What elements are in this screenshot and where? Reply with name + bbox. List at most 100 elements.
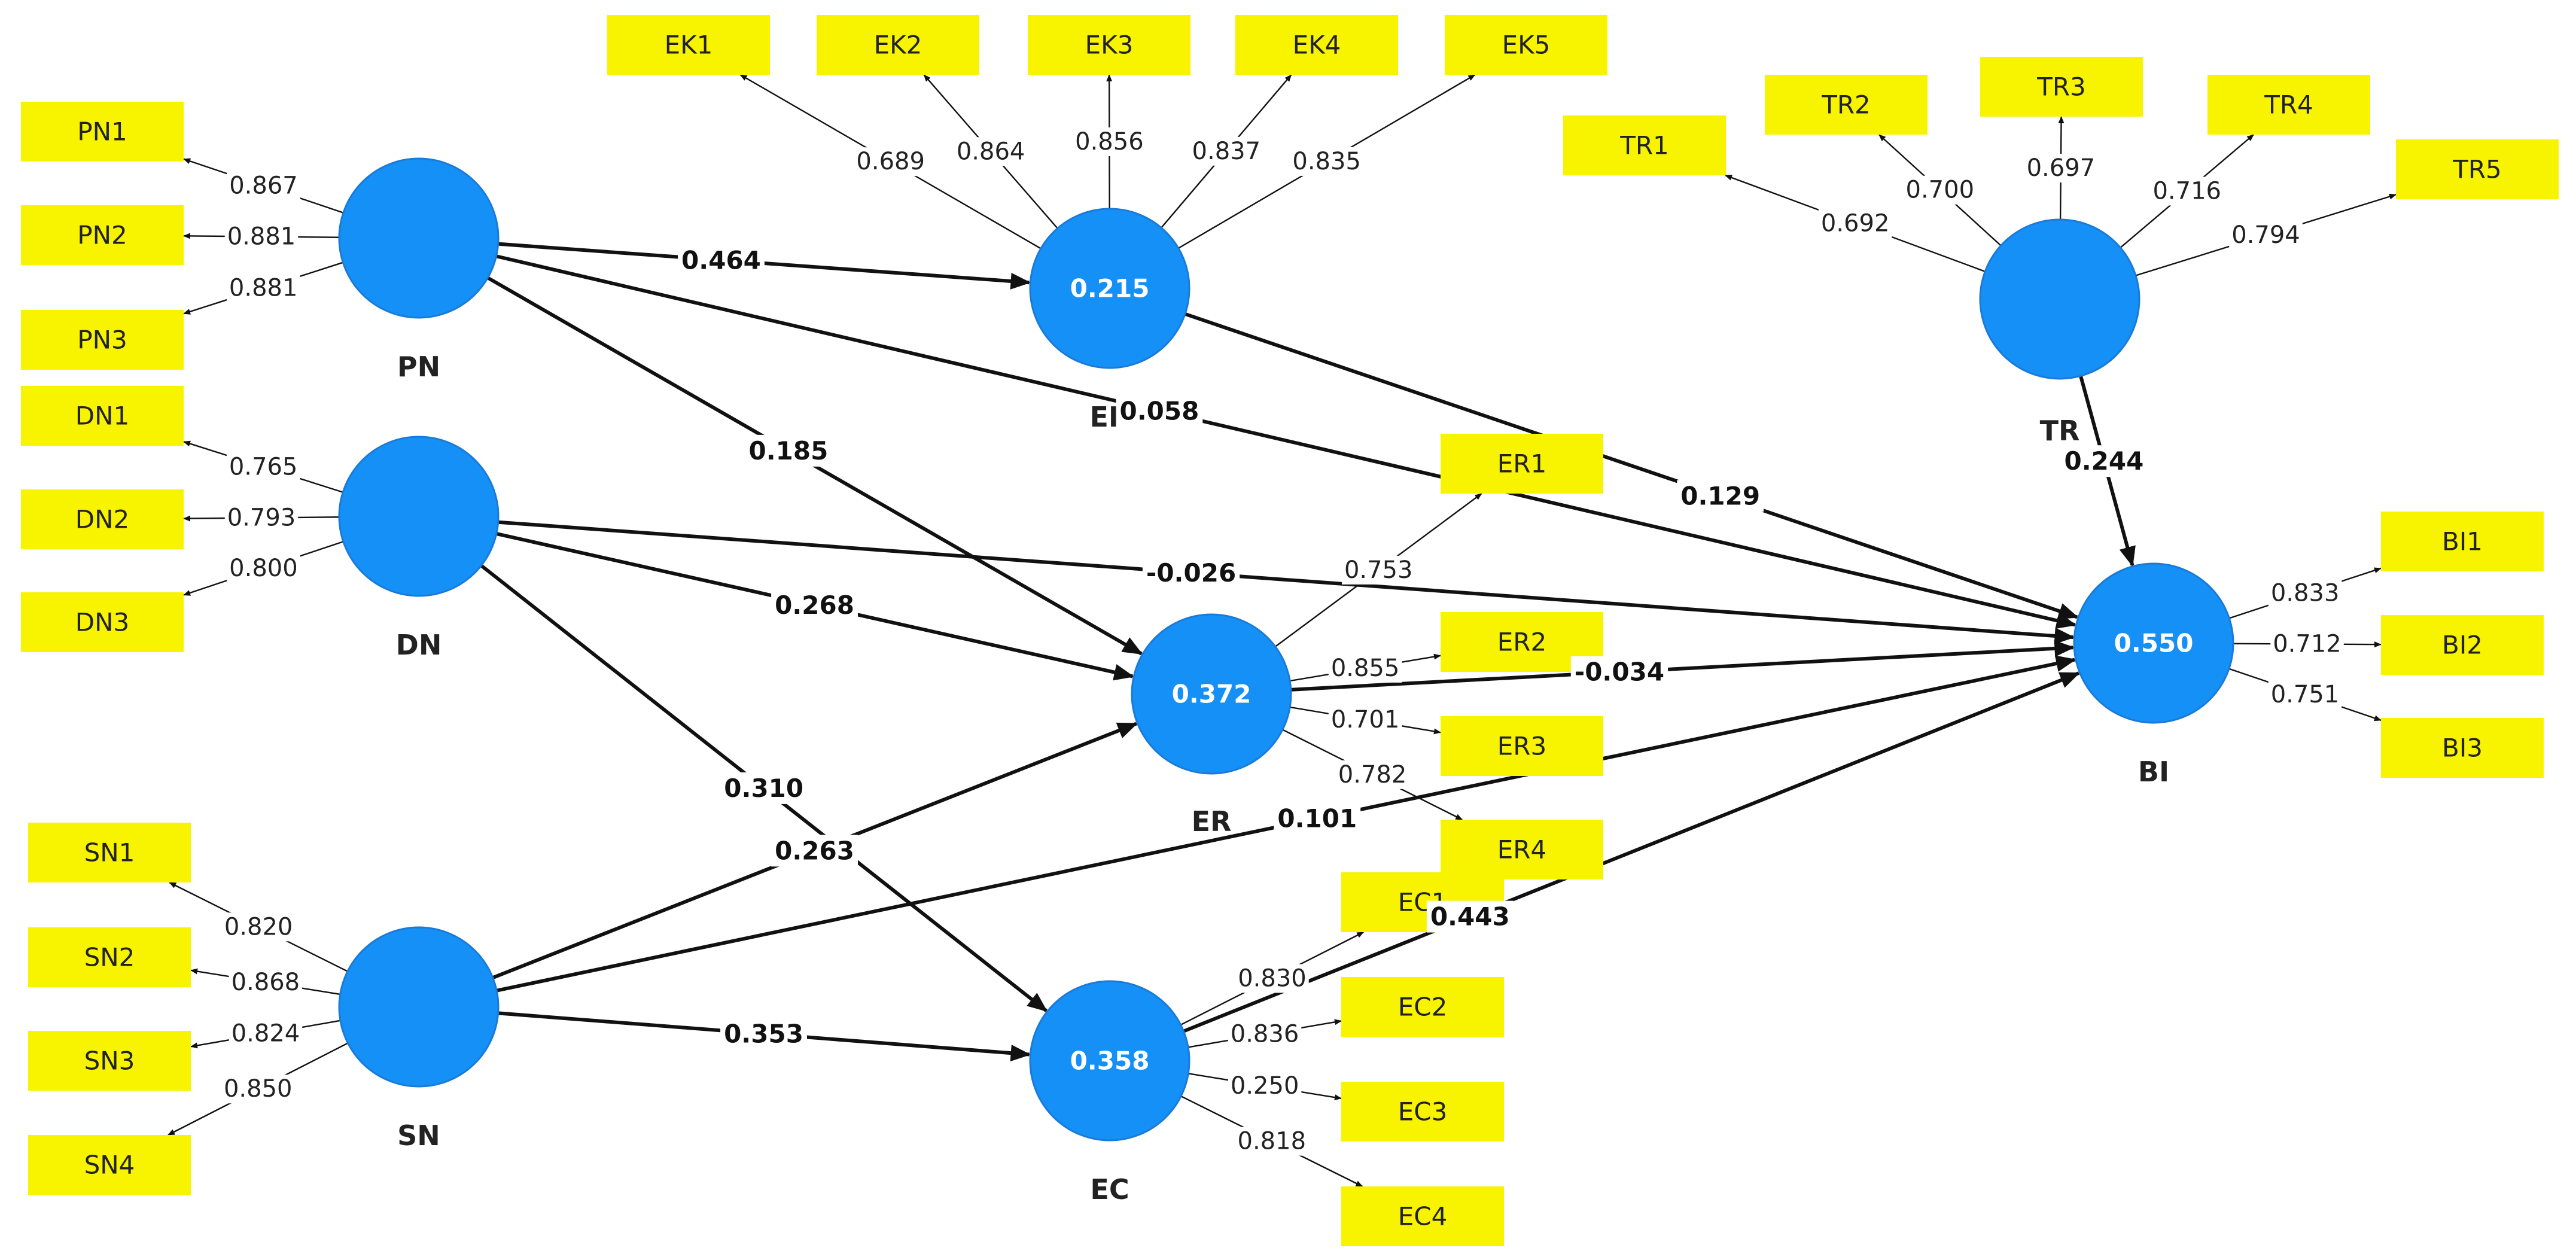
r-squared-ek: 0.215 [1070,274,1150,303]
loading-value-er3: 0.701 [1331,706,1400,734]
loading-value-ec4-background [1235,1127,1309,1156]
path-coefficient-er-bi-group: -0.034 [1570,656,1668,688]
path-coefficient-sn-bi-background [1274,802,1361,835]
indicator-label-ec3: EC3 [1398,1097,1448,1127]
loading-value-tr3-group: 0.697 [2024,154,2098,183]
construct-circle-pn[interactable] [338,157,500,319]
indicator-box-bi3[interactable] [2381,718,2544,778]
loading-value-pn2: 0.881 [227,223,296,251]
indicator-box-tr5[interactable] [2396,139,2559,199]
path-coefficient-ec-bi-background [1426,900,1514,933]
path-coefficient-ek-bi-group: 0.129 [1677,480,1764,512]
loading-value-tr2: 0.700 [1906,176,1975,204]
indicator-box-sn2[interactable] [28,927,191,987]
indicator-box-ec2[interactable] [1341,977,1504,1037]
construct-circle-ek[interactable] [1029,208,1190,369]
indicator-box-ek5[interactable] [1445,15,1607,75]
loading-value-tr4-background [2150,176,2224,206]
loading-value-sn4-group: 0.850 [221,1075,295,1104]
indicator-box-tr2[interactable] [1765,75,1928,135]
loading-value-bi2-background [2270,629,2344,659]
loading-value-ec1-group: 0.830 [1235,964,1309,993]
loading-value-pn1-group: 0.867 [227,171,300,200]
loading-value-bi2: 0.712 [2273,630,2341,658]
construct-sn[interactable]: SN [338,926,500,1152]
loading-value-ek5: 0.835 [1292,148,1361,175]
indicator-label-sn3: SN3 [84,1046,135,1076]
loading-value-tr1: 0.692 [1821,209,1890,237]
loading-value-sn2: 0.868 [232,969,300,996]
construct-circle-sn[interactable] [338,926,500,1088]
path-coefficient-tr-bi-group: 0.244 [2060,445,2148,477]
loading-value-tr1-background [1818,209,1892,238]
indicator-label-er2: ER2 [1497,628,1546,657]
loading-value-ec1-background [1235,964,1309,993]
loading-value-dn2-background [224,503,299,532]
path-coefficient-dn-er-group: 0.268 [771,589,858,621]
construct-pn[interactable]: PN [338,157,500,383]
path-coefficient-pn-er: 0.185 [748,436,828,465]
indicator-label-tr1: TR1 [1619,131,1669,160]
loading-value-ec3-group: 0.250 [1228,1072,1302,1101]
construct-tr[interactable]: TR [1979,218,2140,447]
indicator-box-er3[interactable] [1441,716,1603,776]
indicator-label-ek3: EK3 [1085,31,1134,60]
indicator-box-sn4[interactable] [28,1135,191,1195]
loading-value-sn1: 0.820 [224,913,293,941]
indicator-box-dn1[interactable] [21,386,184,446]
construct-circle-ec[interactable] [1029,980,1190,1142]
indicator-label-bi1: BI1 [2442,527,2483,556]
indicator-box-ek2[interactable] [817,15,979,75]
indicator-box-ec3[interactable] [1341,1082,1504,1142]
path-coefficient-tr-bi: 0.244 [2064,446,2143,476]
path-coefficient-dn-er: 0.268 [775,591,854,620]
indicator-box-tr4[interactable] [2207,75,2370,135]
path-coefficient-pn-er-background [745,434,832,467]
path-arrow-ec-bi [1183,671,2081,1033]
indicator-box-er4[interactable] [1441,820,1603,879]
indicator-box-bi1[interactable] [2381,512,2544,571]
path-coefficient-pn-ek-background [678,244,765,276]
indicator-label-sn4: SN4 [84,1151,135,1180]
construct-dn[interactable]: DN [338,436,500,661]
indicator-box-sn3[interactable] [28,1031,191,1091]
indicator-box-dn3[interactable] [21,592,184,652]
indicator-box-sn1[interactable] [28,823,191,882]
loading-value-bi3-background [2268,680,2342,709]
loading-value-tr4-group: 0.716 [2150,176,2224,206]
edge-labels-layer: 0.8670.8810.8810.7650.7930.8000.8200.868… [221,127,2344,1156]
loading-value-ek2-group: 0.864 [954,137,1028,166]
construct-circle-tr[interactable] [1979,218,2140,380]
loading-value-er1-group: 0.753 [1341,555,1415,585]
path-coefficient-tr-bi-background [2060,445,2148,477]
construct-circle-dn[interactable] [338,436,500,597]
indicator-box-pn2[interactable] [21,205,184,265]
indicator-box-tr1[interactable] [1563,115,1726,175]
construct-circle-bi[interactable] [2073,562,2234,724]
indicator-box-ec4[interactable] [1341,1186,1504,1246]
indicator-box-dn2[interactable] [21,489,184,549]
loading-value-sn1-group: 0.820 [221,912,296,942]
indicator-box-tr3[interactable] [1980,57,2143,117]
loading-value-ec3-background [1228,1072,1302,1101]
path-coefficient-dn-bi: -0.026 [1146,558,1236,588]
path-coefficient-sn-bi: 0.101 [1277,804,1357,833]
indicator-box-ek4[interactable] [1235,15,1398,75]
indicator-box-er1[interactable] [1441,434,1603,494]
loading-value-tr5-background [2229,220,2303,249]
loading-value-ek5-background [1290,147,1363,176]
indicator-box-bi2[interactable] [2381,615,2544,675]
path-coefficient-ec-bi-group: 0.443 [1426,900,1514,933]
construct-circle-er[interactable] [1131,613,1292,775]
loading-value-bi2-group: 0.712 [2270,629,2344,659]
loading-value-er3-group: 0.701 [1328,705,1402,735]
loading-value-tr3-background [2024,154,2098,183]
loading-value-bi3: 0.751 [2271,681,2340,708]
indicator-box-pn3[interactable] [21,310,184,370]
indicator-box-ek3[interactable] [1028,15,1190,75]
indicator-box-pn1[interactable] [21,102,184,162]
indicator-box-ek1[interactable] [607,15,770,75]
